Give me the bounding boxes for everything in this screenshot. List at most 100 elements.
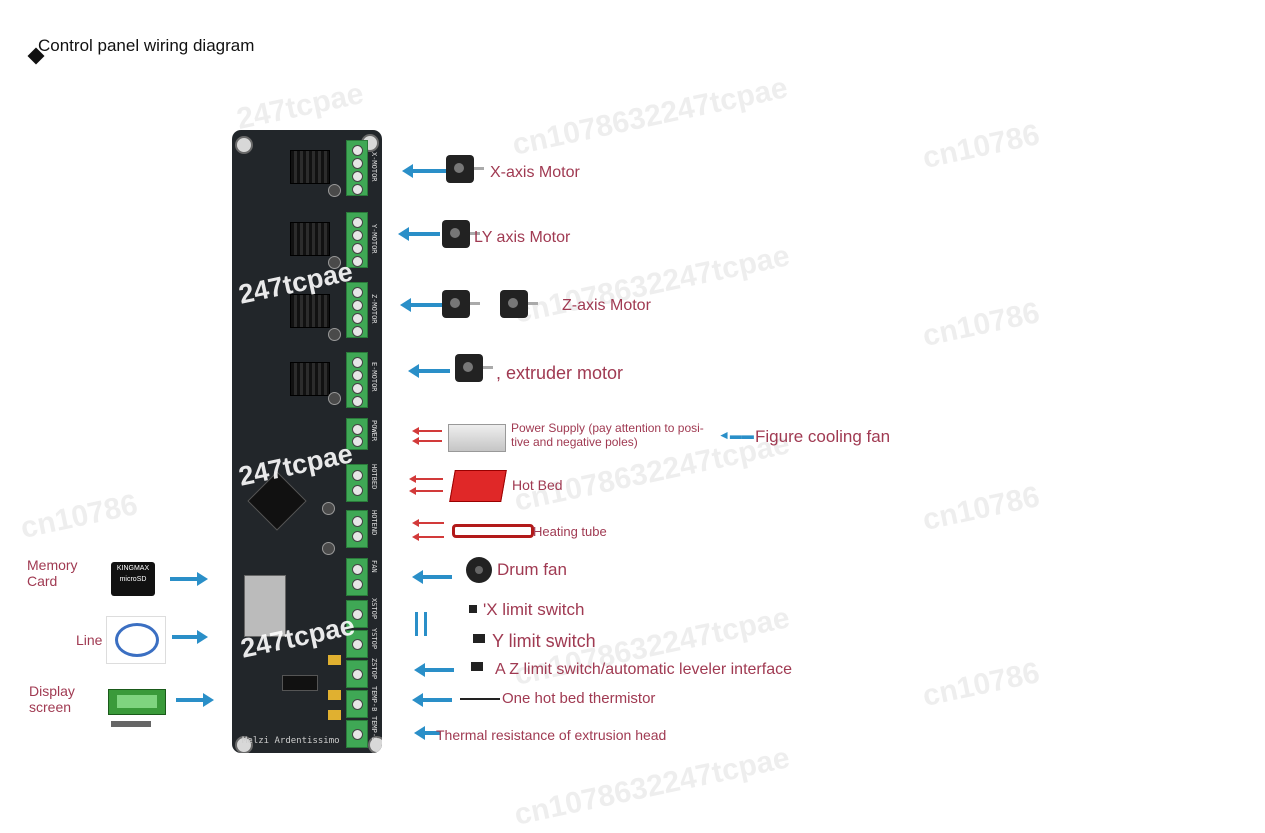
stepper-motor-icon (446, 155, 484, 183)
potentiometer (328, 328, 341, 341)
lcd-screen-icon (108, 689, 166, 715)
terminal-e-motor (346, 352, 368, 408)
watermark-text: 247tcpae (233, 77, 367, 137)
driver-heatsink (290, 294, 330, 328)
stepper-motor-icon (442, 290, 480, 318)
watermark-text: cn10786 (919, 296, 1043, 353)
potentiometer (328, 392, 341, 405)
watermark-text: cn1078632247tcpae (509, 71, 791, 162)
label-y-limit-switch: Y limit switch (492, 631, 596, 651)
watermark-text: cn1078632247tcpae (511, 239, 793, 330)
driver-heatsink (290, 150, 330, 184)
connector-label: TEMP-B (370, 686, 378, 712)
capacitor (322, 502, 335, 515)
red-arrow-icon (412, 533, 444, 541)
label-figure-cooling-fan: Figure cooling fan (755, 427, 891, 446)
connector-label: Z-MOTOR (370, 294, 378, 324)
connector-label: FAN (370, 560, 378, 573)
potentiometer (328, 184, 341, 197)
terminal-y-motor (346, 212, 368, 268)
label-x-limit-switch: 'X limit switch (483, 600, 585, 619)
yellow-capacitor (328, 655, 341, 665)
arrow-left-icon (408, 364, 450, 378)
limit-switch-icon (471, 662, 483, 671)
driver-heatsink (290, 222, 330, 256)
stepper-motor-icon (442, 220, 480, 248)
label-heating-tube: Heating tube (533, 524, 607, 539)
mounting-hole (235, 736, 253, 753)
terminal-zstop (346, 660, 368, 688)
potentiometer (328, 256, 341, 269)
page-title: Control panel wiring diagram (38, 36, 255, 55)
connector-label: ZSTOP (370, 658, 378, 680)
yellow-capacitor (328, 710, 341, 720)
terminal-x-motor (346, 140, 368, 196)
label-z-limit-switch: A Z limit switch/automatic leveler inter… (495, 661, 792, 678)
terminal-fan (346, 558, 368, 596)
label-memory-card: Memory Card (27, 557, 78, 589)
label-hot-bed: Hot Bed (512, 477, 563, 493)
arrow-right-icon (176, 693, 214, 707)
limit-switch-icon (473, 634, 485, 643)
terminal-temp-bed (346, 690, 368, 718)
heating-tube-icon (452, 524, 534, 538)
terminal-temp-extruder (346, 720, 368, 748)
capacitor (322, 542, 335, 555)
arrow-left-icon (414, 726, 440, 740)
watermark-text: cn1078632247tcpae (511, 741, 793, 832)
red-arrow-icon (409, 475, 443, 483)
usb-chip (282, 675, 318, 691)
watermark-text: cn10786 (919, 118, 1043, 175)
thermistor-icon (460, 698, 500, 700)
arrow-left-icon (402, 164, 446, 178)
terminal-ystop (346, 630, 368, 658)
power-supply-icon (448, 424, 506, 452)
watermark-text: cn10786 (919, 656, 1043, 713)
sd-card-slot (244, 575, 286, 637)
limit-switch-icon (469, 605, 477, 613)
label-drum-fan: Drum fan (497, 560, 567, 579)
sd-card-icon: KINGMAX microSD (111, 562, 155, 596)
arrow-right-icon (170, 572, 208, 586)
connector-label: X-MOTOR (370, 152, 378, 182)
terminal-hotbed (346, 464, 368, 502)
red-arrow-icon (412, 427, 442, 435)
arrow-left-icon (412, 570, 452, 584)
terminal-power (346, 418, 368, 450)
driver-heatsink (290, 362, 330, 396)
label-x-axis-motor: X-axis Motor (490, 164, 580, 181)
bracket-icon (413, 612, 429, 636)
red-arrow-icon (412, 519, 444, 527)
drum-fan-icon (466, 557, 492, 583)
label-line: Line (76, 632, 103, 648)
arrow-left-icon (400, 298, 442, 312)
connector-label: E-MOTOR (370, 362, 378, 392)
watermark-text: cn10786 (919, 480, 1043, 537)
stepper-motor-icon (500, 290, 538, 318)
label-extrusion-head-thermal: Thermal resistance of extrusion head (436, 727, 667, 743)
board-name: Melzi Ardentissimo (242, 736, 340, 746)
controller-board: X-MOTOR Y-MOTOR Z-MOTOR E-MOTOR POWER HO… (232, 130, 382, 753)
label-display-screen: Display screen (29, 683, 75, 715)
usb-cable-icon (106, 616, 166, 664)
label-power-supply: Power Supply (pay attention to posi-tive… (511, 421, 704, 449)
arrow-left-icon (398, 227, 440, 241)
ribbon-cable-icon (111, 721, 151, 727)
sd-card-brand: KINGMAX (116, 565, 150, 572)
watermark-text: cn10786 (17, 488, 141, 545)
label-extruder-motor: , extruder motor (496, 363, 624, 383)
heated-bed-icon (449, 470, 507, 502)
label-hot-bed-thermistor: One hot bed thermistor (502, 690, 656, 707)
connector-label: TEMP-E (370, 716, 378, 742)
label-z-axis-motor: Z-axis Motor (562, 297, 651, 314)
connector-label: HOTEND (370, 510, 378, 536)
terminal-z-motor (346, 282, 368, 338)
connector-label: Y-MOTOR (370, 224, 378, 254)
connector-label: POWER (370, 420, 378, 442)
red-arrow-icon (409, 487, 443, 495)
arrow-right-icon (172, 630, 208, 644)
arrow-left-icon (412, 693, 452, 707)
connector-label: HOTBED (370, 464, 378, 490)
arrow-left-icon (414, 663, 454, 677)
terminal-hotend (346, 510, 368, 548)
